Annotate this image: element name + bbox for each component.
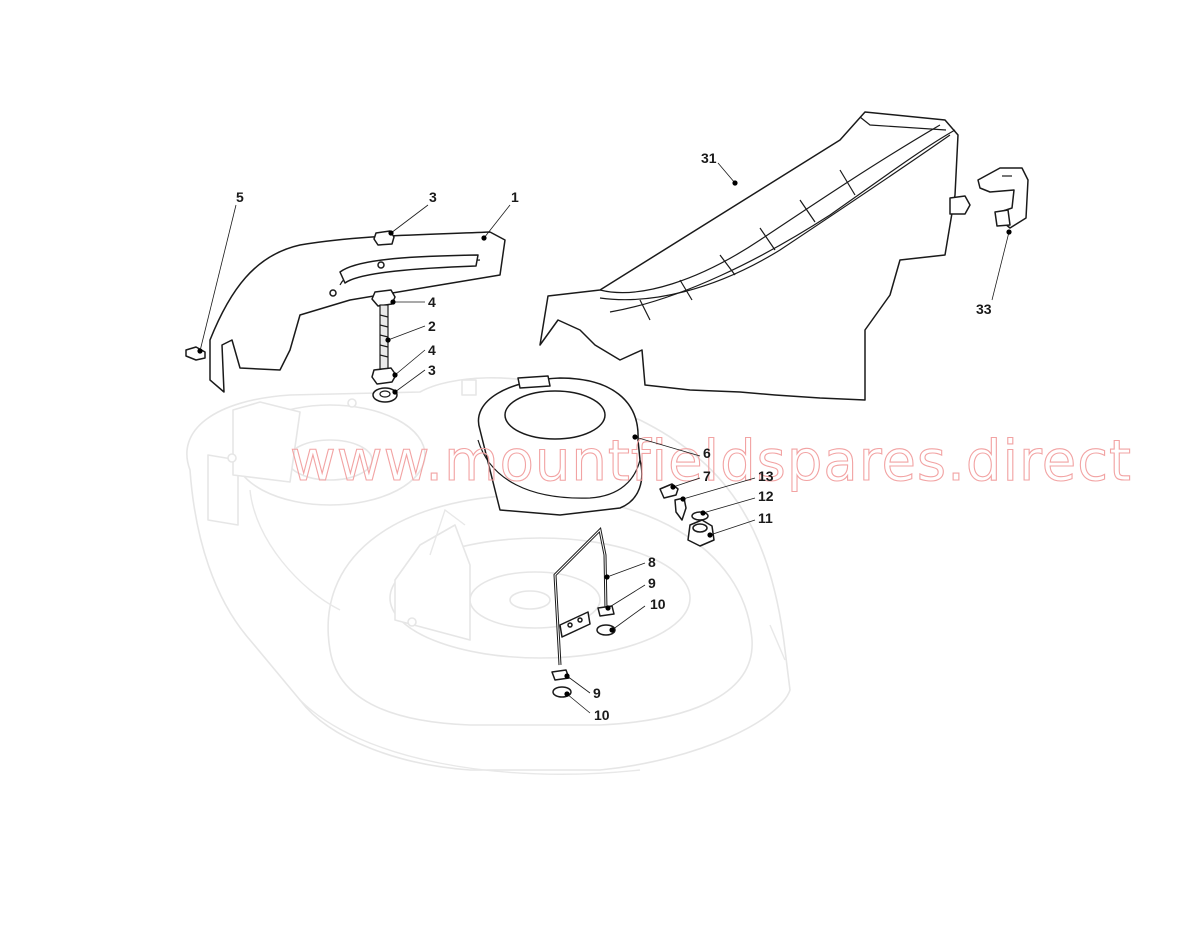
callout-12: 12 — [758, 488, 774, 504]
callout-4-bottom: 4 — [428, 342, 436, 358]
callout-7: 7 — [703, 468, 711, 484]
callout-9-top: 9 — [648, 575, 656, 591]
discharge-chute-part-31 — [539, 111, 971, 401]
callout-2: 2 — [428, 318, 436, 334]
housing-cover-part-6 — [477, 375, 643, 516]
callout-10-top: 10 — [650, 596, 666, 612]
leader-dots — [197, 180, 1012, 697]
callout-10-bottom: 10 — [594, 707, 610, 723]
callout-3-top: 3 — [429, 189, 437, 205]
small-fasteners — [659, 483, 715, 547]
callout-9-bottom: 9 — [593, 685, 601, 701]
callout-1: 1 — [511, 189, 519, 205]
callout-5: 5 — [236, 189, 244, 205]
callout-4-top: 4 — [428, 294, 436, 310]
chute-guard-part-1 — [185, 231, 506, 393]
callout-31: 31 — [701, 150, 717, 166]
watermark-text: www.mountfieldspares.direct — [290, 429, 1132, 494]
callout-13: 13 — [758, 468, 774, 484]
callout-11: 11 — [758, 510, 773, 526]
callout-33: 33 — [976, 301, 992, 317]
callout-labels: 5 3 1 4 2 4 3 31 33 6 7 13 12 11 8 9 10 … — [236, 150, 992, 723]
bracket-part-33 — [977, 167, 1029, 229]
callout-8: 8 — [648, 554, 656, 570]
callout-6: 6 — [703, 445, 711, 461]
callout-3-bottom: 3 — [428, 362, 436, 378]
leader-lines — [199, 162, 1010, 714]
